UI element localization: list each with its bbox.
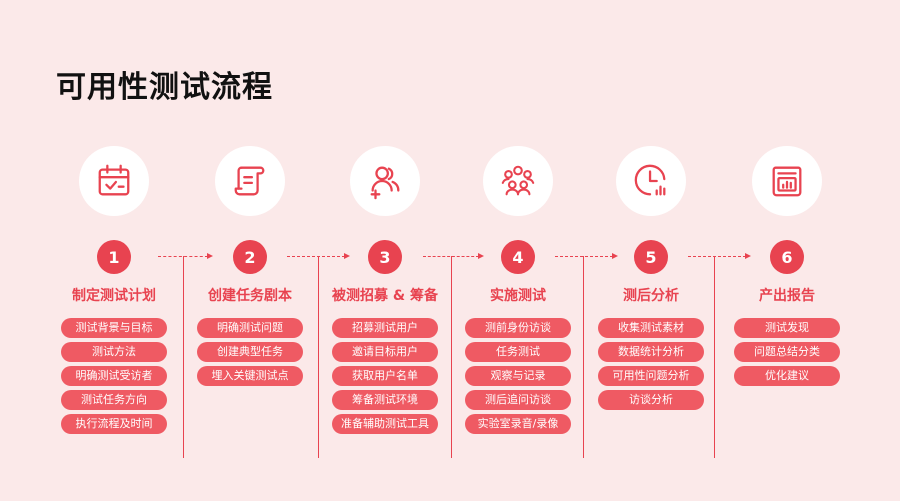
separator-line [583, 256, 584, 458]
arrow-icon [207, 253, 213, 259]
step-5: 5 测后分析 收集测试素材 数据统计分析 可用性问题分析 访谈分析 [584, 146, 718, 414]
step-3: 3 被测招募 & 筹备 招募测试用户 邀请目标用户 获取用户名单 筹备测试环境 … [318, 146, 452, 438]
step-4-title: 实施测试 [490, 288, 546, 304]
step-3-item: 邀请目标用户 [332, 342, 438, 362]
step-3-item: 获取用户名单 [332, 366, 438, 386]
step-4-item: 观察与记录 [465, 366, 571, 386]
step-1-number: 1 [97, 240, 131, 274]
connector-4-5 [555, 253, 618, 259]
arrow-icon [612, 253, 618, 259]
step-5-item: 数据统计分析 [598, 342, 704, 362]
step-4-item: 测后追问访谈 [465, 390, 571, 410]
step-6-item: 优化建议 [734, 366, 840, 386]
arrow-icon [745, 253, 751, 259]
step-4: 4 实施测试 测前身份访谈 任务测试 观察与记录 测后追问访谈 实验室录音/录像 [451, 146, 585, 438]
step-6-title: 产出报告 [759, 288, 815, 304]
report-icon [772, 166, 802, 197]
step-3-number: 3 [368, 240, 402, 274]
step-3-item: 筹备测试环境 [332, 390, 438, 410]
calendar-check-icon [98, 164, 130, 196]
clock-chart-icon [634, 164, 666, 196]
step-5-item: 访谈分析 [598, 390, 704, 410]
step-4-icon-circle [483, 146, 553, 216]
step-2-item: 埋入关键测试点 [197, 366, 303, 386]
step-6-item: 问题总结分类 [734, 342, 840, 362]
step-1-item: 执行流程及时间 [61, 414, 167, 434]
step-4-item: 实验室录音/录像 [465, 414, 571, 434]
separator-line [318, 256, 319, 458]
step-2-icon-circle [215, 146, 285, 216]
scroll-icon [234, 166, 265, 196]
arrow-icon [478, 253, 484, 259]
step-3-item: 准备辅助测试工具 [332, 414, 438, 434]
step-5-icon-circle [616, 146, 686, 216]
separator-line [183, 256, 184, 458]
step-2: 2 创建任务剧本 明确测试问题 创建典型任务 埋入关键测试点 [183, 146, 317, 390]
step-5-item: 收集测试素材 [598, 318, 704, 338]
step-2-item: 创建典型任务 [197, 342, 303, 362]
arrow-icon [344, 253, 350, 259]
step-1-title: 制定测试计划 [72, 288, 156, 304]
step-6-number: 6 [770, 240, 804, 274]
step-3-title: 被测招募 & 筹备 [332, 288, 438, 304]
step-2-number: 2 [233, 240, 267, 274]
add-users-icon [370, 166, 400, 200]
connector-5-6 [688, 253, 751, 259]
step-6-icon-circle [752, 146, 822, 216]
step-1-item: 测试方法 [61, 342, 167, 362]
step-3-item: 招募测试用户 [332, 318, 438, 338]
step-5-item: 可用性问题分析 [598, 366, 704, 386]
step-1-item: 测试任务方向 [61, 390, 167, 410]
step-6: 6 产出报告 测试发现 问题总结分类 优化建议 [720, 146, 854, 390]
separator-line [451, 256, 452, 458]
step-4-number: 4 [501, 240, 535, 274]
page-title: 可用性测试流程 [56, 70, 273, 105]
step-4-item: 任务测试 [465, 342, 571, 362]
separator-line [714, 256, 715, 458]
connector-2-3 [287, 253, 350, 259]
step-5-number: 5 [634, 240, 668, 274]
step-1-item: 测试背景与目标 [61, 318, 167, 338]
step-5-title: 测后分析 [623, 288, 679, 304]
user-group-icon [501, 165, 535, 196]
step-3-icon-circle [350, 146, 420, 216]
step-1: 1 制定测试计划 测试背景与目标 测试方法 明确测试受访者 测试任务方向 执行流… [47, 146, 181, 438]
step-4-item: 测前身份访谈 [465, 318, 571, 338]
step-2-item: 明确测试问题 [197, 318, 303, 338]
step-6-item: 测试发现 [734, 318, 840, 338]
step-2-title: 创建任务剧本 [208, 288, 292, 304]
step-1-icon-circle [79, 146, 149, 216]
step-1-item: 明确测试受访者 [61, 366, 167, 386]
